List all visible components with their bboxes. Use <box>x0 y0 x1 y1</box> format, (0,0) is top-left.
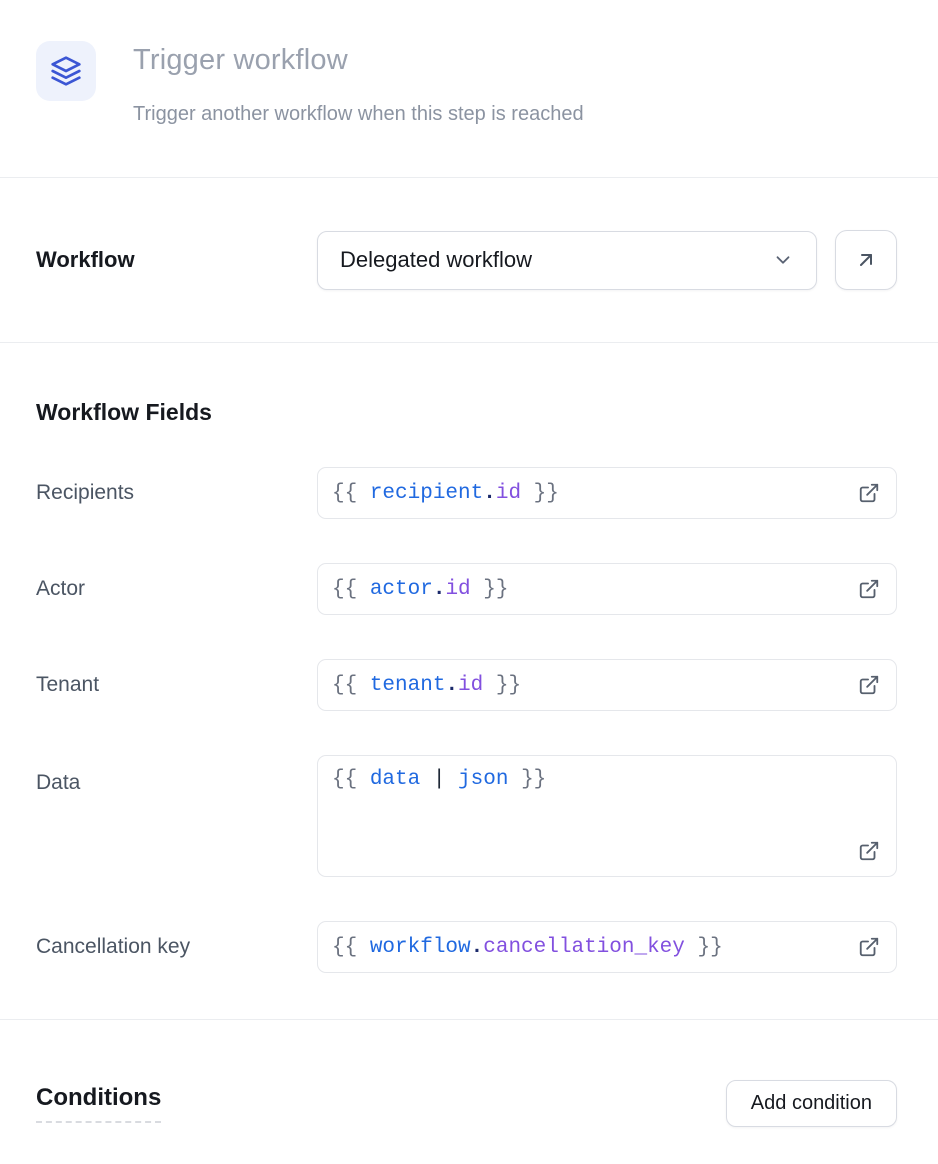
conditions-heading: Conditions <box>36 1084 162 1123</box>
workflow-field-row: Recipients {{ recipient.id }} <box>36 467 897 519</box>
workflow-select-row: Workflow Delegated workflow <box>36 230 897 290</box>
chevron-down-icon <box>772 249 794 271</box>
field-code-value: {{ workflow.cancellation_key }} <box>332 935 723 959</box>
external-link-icon[interactable] <box>858 840 880 862</box>
arrow-up-right-icon <box>854 248 878 272</box>
step-icon-box <box>36 41 96 101</box>
field-label: Data <box>36 771 81 794</box>
workflow-label: Workflow <box>36 247 135 272</box>
field-label: Tenant <box>36 673 100 696</box>
panel-header: Trigger workflow Trigger another workflo… <box>36 0 897 127</box>
field-code-input[interactable]: {{ recipient.id }} <box>317 467 897 519</box>
workflow-fields-list: Recipients {{ recipient.id }} Actor {{ a… <box>36 467 897 973</box>
workflow-fields-heading: Workflow Fields <box>36 399 212 425</box>
field-code-input[interactable]: {{ actor.id }} <box>317 563 897 615</box>
field-code-input[interactable]: {{ data | json }} <box>317 755 897 877</box>
workflow-select-value: Delegated workflow <box>340 247 532 272</box>
field-label: Cancellation key <box>36 935 191 958</box>
workflow-field-row: Cancellation key {{ workflow.cancellatio… <box>36 921 897 973</box>
field-code-value: {{ recipient.id }} <box>332 481 559 505</box>
layers-icon <box>50 55 82 87</box>
workflow-select[interactable]: Delegated workflow <box>317 230 817 290</box>
external-link-icon[interactable] <box>858 482 880 504</box>
add-condition-button[interactable]: Add condition <box>725 1080 897 1127</box>
open-workflow-button[interactable] <box>835 230 897 290</box>
field-code-value: {{ data | json }} <box>332 768 547 791</box>
field-code-value: {{ tenant.id }} <box>332 673 522 697</box>
header-text: Trigger workflow Trigger another workflo… <box>133 41 584 127</box>
page-subtitle: Trigger another workflow when this step … <box>133 103 584 125</box>
external-link-icon[interactable] <box>858 674 880 696</box>
external-link-icon[interactable] <box>858 578 880 600</box>
conditions-section: Conditions Add condition <box>36 1080 897 1127</box>
external-link-icon[interactable] <box>858 936 880 958</box>
divider <box>0 177 938 178</box>
field-code-value: {{ actor.id }} <box>332 577 509 601</box>
divider <box>0 342 938 343</box>
field-code-input[interactable]: {{ workflow.cancellation_key }} <box>317 921 897 973</box>
workflow-field-row: Actor {{ actor.id }} <box>36 563 897 615</box>
field-code-input[interactable]: {{ tenant.id }} <box>317 659 897 711</box>
field-label: Recipients <box>36 481 135 504</box>
workflow-field-row: Tenant {{ tenant.id }} <box>36 659 897 711</box>
field-label: Actor <box>36 577 86 600</box>
workflow-field-row: Data {{ data | json }} <box>36 755 897 877</box>
page-title: Trigger workflow <box>133 44 348 76</box>
divider <box>0 1019 938 1020</box>
